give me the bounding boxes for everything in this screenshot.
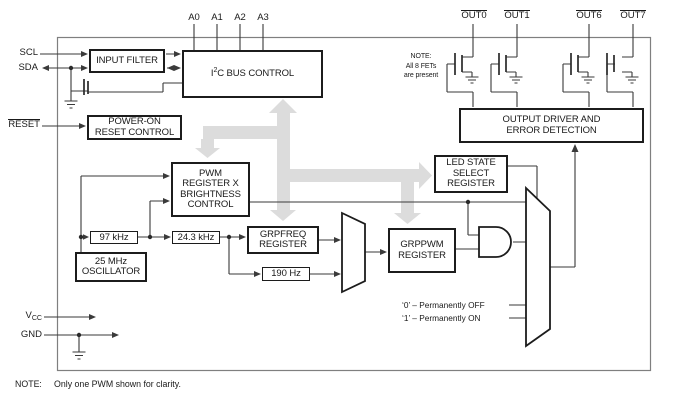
bottom-note-text: Only one PWM shown for clarity. [54, 379, 181, 389]
pin-gnd: GND [20, 329, 42, 340]
pin-label-out1: OUT1 [500, 10, 534, 22]
pin-label-scl: SCL [8, 47, 38, 58]
pin-label-out0: OUT0 [457, 10, 491, 22]
block-97khz: 97 kHz [90, 231, 138, 244]
pin-a2: A2 [234, 12, 246, 23]
group-dim-mux [341, 211, 366, 294]
pin-label-reset: RESET [2, 119, 40, 131]
i2c-label: I2C BUS CONTROL [210, 66, 295, 79]
bus-arrow-down-grppwm [394, 213, 421, 224]
pin-vcc: V [25, 310, 32, 321]
pin-label-gnd: GND [12, 329, 42, 340]
arrowheads [42, 51, 579, 338]
internal-bus-arrows [195, 99, 432, 224]
pin-reset: RESET [8, 119, 40, 130]
pin-a0: A0 [188, 12, 200, 23]
block-pwm-register: PWM REGISTER X BRIGHTNESS CONTROL [171, 162, 250, 217]
pin-label-vcc: VCC [12, 310, 42, 322]
mux-label-off: ‘0’ – Permanently OFF [402, 300, 485, 310]
pin-out6: OUT6 [576, 10, 602, 21]
pin-label-out6: OUT6 [572, 10, 606, 22]
input-filter-label: INPUT FILTER [96, 54, 158, 66]
fet-symbols [83, 53, 615, 95]
pin-a1: A1 [211, 12, 223, 23]
pin-out7: OUT7 [620, 10, 646, 21]
bus-arrow-up-i2c [269, 99, 297, 113]
and-gate [478, 226, 512, 258]
chip-outline [56, 36, 652, 372]
mux-label-on: ‘1’ – Permanently ON [402, 313, 481, 323]
pin-label-a0: A0 [183, 12, 205, 23]
block-24-3khz: 24.3 kHz [172, 231, 220, 244]
block-power-on-reset: POWER-ON RESET CONTROL [87, 115, 182, 140]
bottom-note-label: NOTE: [15, 379, 42, 389]
pin-out1: OUT1 [504, 10, 530, 21]
pin-a3: A3 [257, 12, 269, 23]
block-oscillator: 25 MHz OSCILLATOR [75, 252, 147, 282]
block-grpfreq-register: GRPFREQ REGISTER [247, 226, 319, 254]
junction-dots [68, 65, 471, 338]
block-output-driver: OUTPUT DRIVER AND ERROR DETECTION [459, 108, 644, 143]
block-input-filter: INPUT FILTER [89, 49, 165, 73]
pin-sda: SDA [18, 62, 38, 73]
pin-scl: SCL [19, 47, 38, 58]
pin-vcc-subscript: CC [31, 315, 42, 322]
block-grppwm-register: GRPPWM REGISTER [388, 228, 456, 273]
pin-label-out7: OUT7 [616, 10, 650, 22]
block-led-state-select: LED STATE SELECT REGISTER [434, 155, 508, 193]
bus-arrow-down-pwm [195, 148, 220, 158]
led-output-mux [525, 185, 551, 348]
pin-label-a1: A1 [206, 12, 228, 23]
pin-label-a2: A2 [229, 12, 251, 23]
bus-arrow-down-grpfreq [270, 210, 296, 221]
pin-out0: OUT0 [461, 10, 487, 21]
pin-label-a3: A3 [252, 12, 274, 23]
block-190hz: 190 Hz [262, 267, 310, 281]
block-i2c-bus-control: I2C BUS CONTROL [182, 50, 323, 98]
bus-arrow-right-ledstate [419, 162, 432, 189]
pin-label-sda: SDA [8, 62, 38, 73]
fet-note: NOTE: All 8 FETs are present [403, 53, 439, 79]
